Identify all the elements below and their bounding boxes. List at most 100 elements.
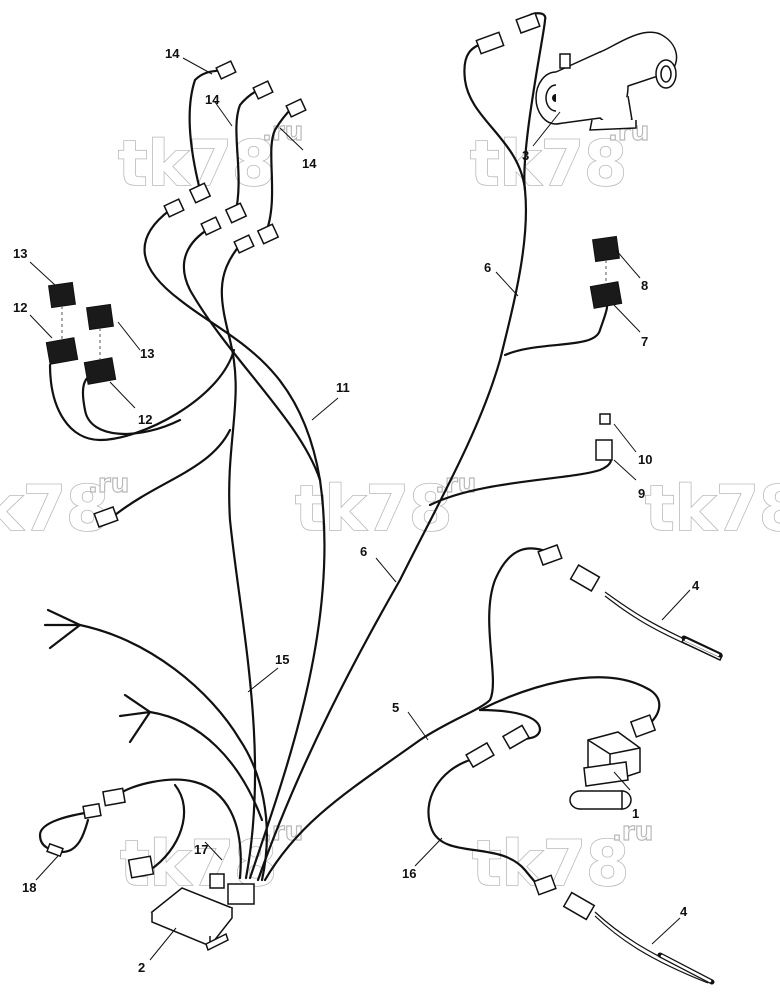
relay-socket-7	[589, 281, 623, 309]
connector-main	[227, 883, 255, 905]
callout-12: 12	[13, 300, 27, 315]
connector-11a	[163, 198, 185, 218]
watermark-text: tk78	[472, 827, 629, 900]
callout-13: 13	[140, 346, 154, 361]
watermark-mid-right: tk78	[644, 471, 780, 546]
connector-4b	[562, 891, 596, 921]
watermark-text: tk78	[0, 472, 109, 545]
relay-13a	[48, 281, 76, 309]
harness-15-b	[148, 710, 264, 822]
harness-17-b	[148, 783, 186, 872]
callout-16: 16	[402, 866, 416, 881]
fuse-holder-9	[595, 439, 613, 461]
sensor-4-top	[680, 635, 724, 661]
sensor-4-bottom	[657, 952, 715, 985]
connector-6a	[475, 31, 505, 55]
harness-11-c	[220, 243, 257, 880]
callout-1: 1	[632, 806, 639, 821]
harness-15-ends-b	[118, 693, 152, 744]
callout-10: 10	[638, 452, 652, 467]
callout-5: 5	[392, 700, 399, 715]
fuse-10	[599, 413, 611, 425]
connector-16a	[465, 741, 495, 769]
connector-14a	[215, 60, 237, 80]
connector-17d	[209, 873, 225, 889]
harness-11-f	[81, 373, 182, 435]
relay-8	[592, 235, 620, 263]
callout-7: 7	[641, 334, 648, 349]
callout-12: 12	[138, 412, 152, 427]
connector-11b	[200, 216, 222, 236]
relays	[45, 235, 623, 461]
watermark-suffix: .ru	[612, 817, 653, 847]
connector-17c	[127, 855, 155, 879]
callout-2: 2	[138, 960, 145, 975]
connector-5c	[501, 724, 531, 750]
connector-14d	[188, 182, 212, 204]
watermarks: tk78 .ru tk78 .ru tk78 .ru tk78 .ru tk78…	[0, 116, 780, 900]
harness-15-a	[78, 623, 268, 882]
watermark-top-left: tk78 .ru	[117, 116, 304, 200]
watermark-text: tk78	[118, 127, 275, 200]
connector-5b	[629, 714, 657, 738]
callout-17: 17	[194, 842, 208, 857]
callout-15: 15	[275, 652, 289, 667]
connectors	[46, 12, 657, 921]
callout-13: 13	[13, 246, 27, 261]
harness-11-a	[143, 208, 326, 880]
watermark-suffix: .ru	[88, 469, 129, 499]
callout-9: 9	[638, 486, 645, 501]
relay-socket-12a	[45, 337, 79, 365]
connector-14f	[256, 223, 280, 245]
harness-6-fuse-branch	[428, 453, 613, 507]
wires	[38, 12, 721, 984]
harness-16	[427, 758, 542, 890]
connector-11d	[93, 506, 119, 528]
callout-14: 14	[302, 156, 317, 171]
harness-11-d	[113, 428, 232, 517]
relay-13b	[86, 303, 114, 331]
callout-11: 11	[336, 380, 350, 395]
harness-5-up	[263, 547, 550, 882]
connector-5a	[537, 544, 563, 566]
connector-17b	[82, 802, 102, 820]
harness-6-relay-branch	[503, 298, 609, 357]
watermark-text: tk78	[645, 472, 780, 545]
connector-6b	[515, 12, 541, 34]
relay-socket-12b	[83, 357, 117, 385]
callout-6: 6	[484, 260, 491, 275]
harness-14-b	[233, 88, 260, 217]
callouts: 14 14 14 13 12 13 12 8 7 10 9 3 6 11 6 5…	[13, 46, 700, 975]
callout-4: 4	[680, 904, 688, 919]
harness-11-e	[48, 348, 236, 442]
callout-3: 3	[522, 148, 529, 163]
harness-6-main	[256, 40, 528, 882]
connector-14c	[285, 98, 307, 118]
harness-5-right	[478, 676, 661, 727]
callout-6: 6	[360, 544, 367, 559]
harness-17	[116, 778, 242, 880]
connector-18	[46, 842, 64, 858]
leaders	[29, 57, 691, 961]
watermark-mid-left: tk78 .ru	[0, 468, 130, 545]
callout-18: 18	[22, 880, 36, 895]
callout-4: 4	[692, 578, 700, 593]
connector-4a	[569, 564, 601, 592]
harness-15-ends-a	[43, 608, 82, 650]
connector-17a	[102, 787, 126, 807]
callout-14: 14	[165, 46, 180, 61]
connector-14b	[252, 80, 274, 100]
callout-8: 8	[641, 278, 648, 293]
watermark-text: tk78	[470, 127, 627, 200]
pump	[535, 31, 678, 131]
harness-14-c	[263, 106, 294, 237]
watermark-top-right: tk78 .ru	[469, 116, 650, 200]
watermark-bottom-right: tk78 .ru	[471, 816, 654, 900]
harness-18	[38, 810, 94, 854]
harness-11-b	[182, 226, 322, 482]
connector-14e	[224, 202, 248, 224]
connector-16b	[533, 874, 557, 896]
watermark-suffix: .ru	[262, 117, 303, 147]
watermark-text: tk78	[295, 472, 452, 545]
